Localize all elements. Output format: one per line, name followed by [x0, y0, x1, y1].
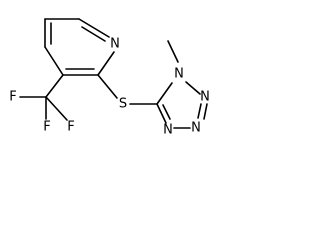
bond-n2-n3-a	[197, 103, 202, 119]
atom-label-tetrazole-n1: N	[174, 67, 184, 82]
atom-label-tetrazole-n2: N	[200, 90, 210, 105]
atom-label-tetrazole-n3: N	[191, 121, 201, 136]
bond-c6-n-b	[81, 26, 106, 42]
pyridine-ring	[44, 18, 115, 76]
bond-c3-c4	[44, 46, 64, 76]
atom-label-pyridine-n: N	[110, 37, 120, 52]
bond-n2-n3-b	[203, 103, 208, 120]
bond-n1-methyl	[167, 40, 179, 63]
bond-n4-c5t-b	[162, 104, 171, 120]
bond-c3-cf3	[45, 74, 64, 98]
trifluoromethyl-group	[19, 74, 68, 121]
bond-cf3-f3	[45, 96, 68, 121]
tetrazole-ring	[156, 81, 208, 129]
bond-n4-c5t-a	[156, 103, 167, 124]
atom-label-fluorine-1: F	[9, 90, 16, 105]
atom-label-fluorine-2: F	[43, 120, 50, 135]
atom-label-fluorine-3: F	[67, 120, 74, 135]
atom-label-tetrazole-n4: N	[163, 123, 173, 138]
bond-n-c2	[97, 51, 115, 76]
bond-c2-s	[97, 74, 118, 99]
structure-drawing: N S N N N N F F F	[9, 18, 210, 138]
bond-c6-n-a	[78, 18, 110, 38]
bond-c5t-n1	[156, 82, 173, 105]
bond-n1-n2	[185, 81, 201, 95]
atom-label-sulfur: S	[119, 97, 127, 112]
